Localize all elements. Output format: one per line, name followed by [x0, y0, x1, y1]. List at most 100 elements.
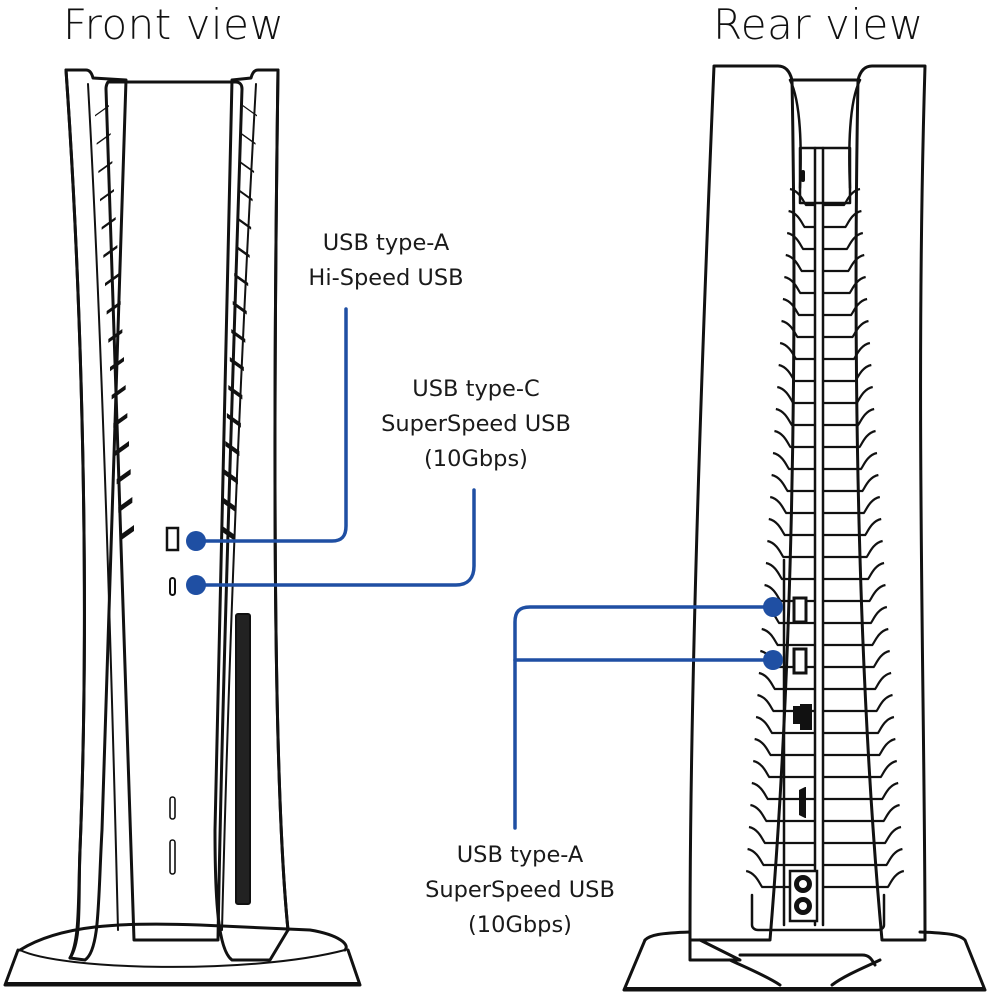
rear-fin: [784, 275, 815, 295]
rear-fin: [823, 781, 899, 801]
callout-line: USB type-A: [456, 842, 584, 868]
rear-fin: [823, 759, 898, 779]
rear-fin: [769, 495, 815, 515]
rear-fin: [823, 803, 900, 823]
front-left-vents: [95, 105, 134, 541]
callout-line: USB type-A: [322, 230, 450, 256]
rear-fin: [823, 737, 896, 757]
rear-fin: [823, 341, 871, 361]
vent-stripe: [226, 413, 241, 428]
vent-stripe: [115, 441, 129, 457]
vent-stripe: [103, 245, 118, 258]
rear-fin: [745, 869, 815, 889]
vent-stripe: [222, 497, 237, 513]
rear-fin: [752, 759, 815, 779]
vent-stripe: [243, 105, 257, 117]
rear-fin: [823, 583, 886, 603]
rear-fin: [823, 715, 895, 735]
rear-fin: [775, 407, 815, 427]
leader-line-rear-usb-a-1: [513, 605, 775, 830]
callout-line: SuperSpeed USB: [381, 411, 571, 437]
vent-stripe: [101, 217, 116, 230]
callout-front-usb-c: USB type-C SuperSpeed USB (10Gbps): [362, 372, 590, 477]
vent-stripe: [111, 385, 126, 400]
rear-fin: [771, 473, 815, 493]
rear-fin: [823, 187, 861, 207]
vent-stripe: [229, 357, 244, 372]
rear-fin: [823, 363, 872, 383]
leader-line-usb-c: [194, 488, 476, 587]
rear-fin: [823, 869, 905, 889]
vent-stripe: [95, 105, 109, 117]
leader-dot-rear-usb-a-2: [763, 650, 783, 670]
rear-fin: [755, 715, 815, 735]
rear-fin: [823, 209, 862, 229]
vent-stripe: [106, 301, 121, 315]
vent-stripe: [110, 357, 124, 372]
rear-fin: [772, 451, 815, 471]
vent-stripe: [118, 497, 133, 513]
rear-fin: [823, 385, 874, 405]
rear-leader-lines: [513, 605, 775, 830]
vent-stripe: [100, 189, 114, 202]
rear-small-port-icon: [801, 170, 805, 182]
leader-dot-usb-a: [186, 531, 206, 551]
vent-stripe: [108, 329, 123, 343]
vent-stripe: [116, 469, 131, 485]
rear-left-shell: [688, 64, 796, 942]
vent-stripe: [240, 161, 255, 174]
vent-stripe: [238, 189, 253, 202]
rear-fin: [788, 209, 815, 229]
rear-fin: [767, 539, 815, 559]
rear-stand: [622, 930, 987, 992]
rear-fin: [789, 187, 815, 207]
rear-fin: [823, 649, 891, 669]
rear-fin: [823, 407, 875, 427]
rear-fin: [823, 561, 885, 581]
vent-stripe: [237, 217, 252, 230]
rear-fin: [758, 671, 815, 691]
rear-fin: [823, 671, 892, 691]
eject-button: [169, 839, 176, 875]
vent-stripe: [223, 469, 238, 485]
power-button: [169, 796, 176, 820]
rear-top-panel: [798, 146, 852, 205]
rear-fin: [774, 429, 815, 449]
rear-fin: [823, 605, 888, 625]
rear-fin: [776, 385, 815, 405]
rear-fin: [781, 319, 815, 339]
rear-usb-a-port-icon-1: [792, 596, 808, 624]
vent-stripe: [98, 161, 113, 174]
leader-dot-rear-usb-a-1: [763, 597, 783, 617]
rear-fin: [785, 253, 815, 273]
rear-view-title: Rear view: [713, 0, 924, 49]
rear-fin: [823, 253, 865, 273]
rear-fin: [823, 627, 889, 647]
leader-dot-usb-c: [186, 575, 206, 595]
front-leader-lines: [194, 307, 476, 587]
vent-stripe: [113, 413, 128, 428]
usb-a-port-icon: [165, 526, 180, 552]
vent-stripe: [234, 273, 249, 287]
disc-slot: [235, 613, 251, 905]
rear-fin: [823, 451, 878, 471]
rear-fin: [823, 693, 893, 713]
callout-line: USB type-C: [412, 376, 540, 402]
vent-stripe: [120, 525, 134, 541]
front-stand: [3, 922, 362, 987]
vent-stripe: [105, 273, 119, 287]
vent-stripe: [221, 525, 235, 541]
rear-fin: [786, 231, 815, 251]
vent-stripe: [235, 245, 250, 258]
vent-stripe: [231, 329, 246, 343]
rear-console: [622, 64, 987, 992]
rear-fin: [823, 825, 902, 845]
rear-fin: [823, 847, 903, 867]
rear-fin: [823, 275, 866, 295]
rear-fin: [754, 737, 815, 757]
rear-fin: [823, 429, 876, 449]
rear-fin: [751, 781, 815, 801]
vent-stripe: [225, 441, 240, 457]
rear-fin: [823, 473, 879, 493]
